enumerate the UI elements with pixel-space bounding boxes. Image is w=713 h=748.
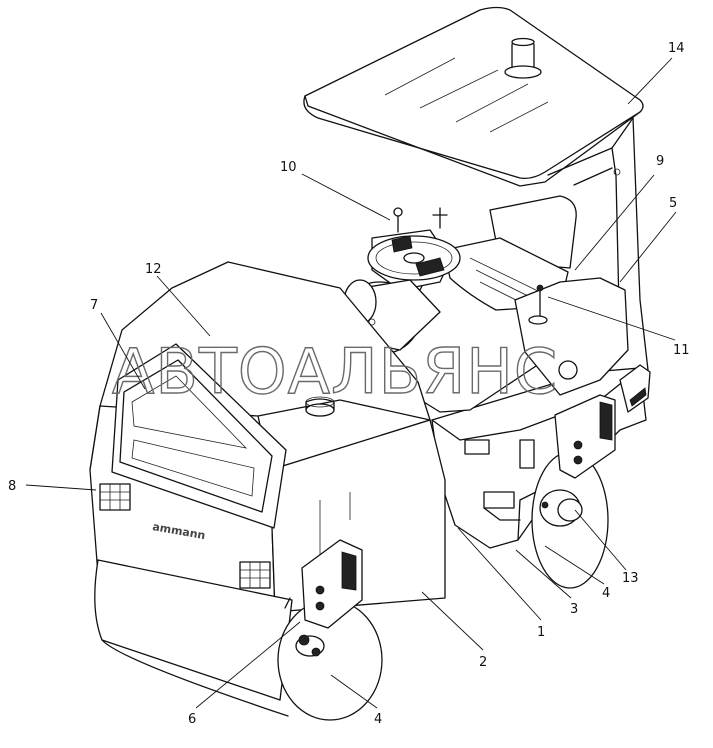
callout-2: 2 [479, 655, 487, 670]
front-drum [94, 539, 383, 721]
callout-12: 12 [145, 262, 162, 277]
callout-14: 14 [668, 41, 685, 56]
callout-10: 10 [280, 160, 297, 175]
callout-5: 5 [669, 196, 677, 211]
rops-frame [547, 117, 649, 371]
callout-11: 11 [673, 343, 690, 358]
callout-7: 7 [90, 298, 98, 313]
callout-3: 3 [570, 602, 578, 617]
front-hood: ammann [89, 261, 446, 613]
watermark: АВТОАЛЬЯНС [112, 335, 558, 408]
rear-chassis [431, 364, 651, 589]
callout-4-front: 4 [374, 712, 382, 727]
callout-1: 1 [537, 625, 545, 640]
callout-13: 13 [622, 571, 639, 586]
callout-9: 9 [656, 154, 664, 169]
callout-6: 6 [188, 712, 196, 727]
callout-8: 8 [8, 479, 16, 494]
canopy [303, 6, 644, 187]
callout-leaders [25, 57, 677, 709]
callout-4-rear: 4 [602, 586, 610, 601]
